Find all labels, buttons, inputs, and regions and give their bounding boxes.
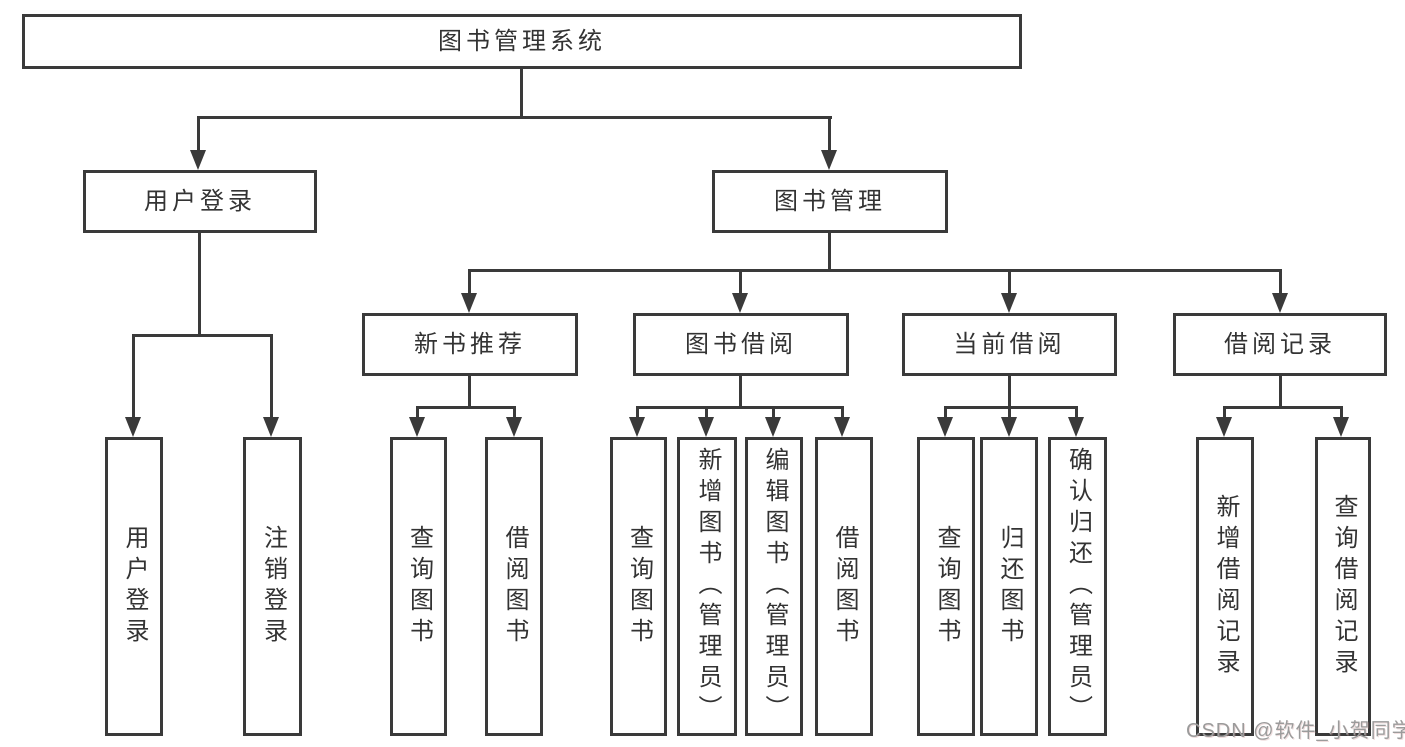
connector-drop-cb-return <box>1008 406 1011 418</box>
node-book-mgmt: 图书管理 <box>712 170 948 233</box>
node-br-query: 查询借阅记录 <box>1315 437 1371 736</box>
connector-book-mgmt-stem <box>828 233 831 271</box>
arrowhead-bb-add <box>698 417 714 437</box>
connector-drop-bb-add <box>705 406 708 418</box>
node-bb-borrow: 借阅图书 <box>815 437 873 736</box>
connector-borrow-records-bar <box>1223 406 1343 409</box>
arrowhead-cb-return <box>1001 417 1017 437</box>
node-borrow-records: 借阅记录 <box>1173 313 1387 376</box>
node-ul-login-label: 用户登录 <box>121 524 148 649</box>
connector-drop-ul-login <box>132 334 135 418</box>
connector-book-mgmt-bar <box>468 269 1282 272</box>
node-nb-borrow: 借阅图书 <box>485 437 543 736</box>
connector-drop-bb-query <box>636 406 639 418</box>
node-ul-logout: 注销登录 <box>243 437 302 736</box>
arrowhead-br-add <box>1216 417 1232 437</box>
arrowhead-current-borrow <box>1001 293 1017 313</box>
node-cb-confirm-label: 确认归还（管理员） <box>1064 447 1092 726</box>
node-br-query-label: 查询借阅记录 <box>1330 493 1357 680</box>
connector-drop-cb-confirm <box>1075 406 1078 418</box>
connector-drop-ul-logout <box>270 334 273 418</box>
arrowhead-user-login <box>190 150 206 170</box>
arrowhead-new-books <box>461 293 477 313</box>
connector-drop-br-add <box>1223 406 1226 418</box>
connector-new-books-bar <box>416 406 516 409</box>
connector-drop-bb-borrow <box>841 406 844 418</box>
arrowhead-ul-logout <box>263 417 279 437</box>
node-user-login: 用户登录 <box>83 170 317 233</box>
node-bb-edit-label: 编辑图书（管理员） <box>761 447 788 726</box>
node-bb-add: 新增图书（管理员） <box>677 437 737 736</box>
arrowhead-nb-query <box>409 417 425 437</box>
node-book-mgmt-label: 图书管理 <box>774 187 886 215</box>
arrowhead-cb-confirm <box>1068 417 1084 437</box>
node-ul-login: 用户登录 <box>105 437 163 736</box>
connector-current-borrow-bar <box>944 406 1078 409</box>
node-book-borrow-label: 图书借阅 <box>685 330 797 358</box>
node-root-label: 图书管理系统 <box>438 27 606 55</box>
node-bb-query: 查询图书 <box>610 437 667 736</box>
arrowhead-br-query <box>1333 417 1349 437</box>
connector-drop-br-query <box>1340 406 1343 418</box>
connector-drop-nb-borrow <box>513 406 516 418</box>
arrowhead-ul-login <box>125 417 141 437</box>
node-cb-query-label: 查询图书 <box>933 524 960 649</box>
connector-current-borrow-stem <box>1008 376 1011 409</box>
connector-root-bar <box>197 116 832 119</box>
csdn-watermark: CSDN @软件_小贺同学 <box>1186 720 1405 742</box>
node-br-add-label: 新增借阅记录 <box>1212 493 1239 680</box>
node-user-login-label: 用户登录 <box>144 187 256 215</box>
arrowhead-borrow-records <box>1272 293 1288 313</box>
connector-drop-borrow-records <box>1279 269 1282 294</box>
arrowhead-bb-borrow <box>834 417 850 437</box>
node-cb-query: 查询图书 <box>917 437 975 736</box>
node-cb-confirm: 确认归还（管理员） <box>1048 437 1107 736</box>
arrowhead-nb-borrow <box>506 417 522 437</box>
arrowhead-book-borrow <box>732 293 748 313</box>
connector-drop-cb-query <box>944 406 947 418</box>
arrowhead-bb-edit <box>765 417 781 437</box>
node-nb-query: 查询图书 <box>390 437 447 736</box>
node-nb-borrow-label: 借阅图书 <box>501 524 528 649</box>
connector-book-borrow-stem <box>739 376 742 409</box>
connector-drop-new-books <box>468 269 471 294</box>
node-cb-return-label: 归还图书 <box>996 524 1023 649</box>
node-cb-return: 归还图书 <box>980 437 1038 736</box>
connector-drop-book-borrow <box>739 269 742 294</box>
node-borrow-records-label: 借阅记录 <box>1224 330 1336 358</box>
node-root: 图书管理系统 <box>22 14 1022 69</box>
node-bb-borrow-label: 借阅图书 <box>831 524 858 649</box>
arrowhead-bb-query <box>629 417 645 437</box>
node-ul-logout-label: 注销登录 <box>259 524 287 649</box>
connector-user-login-bar <box>132 334 273 337</box>
connector-user-login-stem <box>198 233 201 336</box>
connector-drop-bb-edit <box>772 406 775 418</box>
node-br-add: 新增借阅记录 <box>1196 437 1254 736</box>
node-bb-add-label: 新增图书（管理员） <box>694 447 721 726</box>
connector-drop-book-mgmt <box>828 116 831 152</box>
node-bb-edit: 编辑图书（管理员） <box>745 437 803 736</box>
connector-book-borrow-bar <box>636 406 844 409</box>
arrowhead-book-mgmt <box>821 150 837 170</box>
connector-root-stem <box>520 69 523 118</box>
connector-drop-user-login <box>197 116 200 152</box>
connector-borrow-records-stem <box>1279 376 1282 409</box>
connector-drop-nb-query <box>416 406 419 418</box>
arrowhead-cb-query <box>937 417 953 437</box>
node-current-borrow: 当前借阅 <box>902 313 1117 376</box>
node-book-borrow: 图书借阅 <box>633 313 849 376</box>
node-nb-query-label: 查询图书 <box>405 524 433 649</box>
node-current-borrow-label: 当前借阅 <box>953 330 1066 358</box>
node-bb-query-label: 查询图书 <box>625 524 653 649</box>
node-new-books-label: 新书推荐 <box>414 330 526 358</box>
connector-drop-current-borrow <box>1008 269 1011 294</box>
node-new-books: 新书推荐 <box>362 313 578 376</box>
connector-new-books-stem <box>468 376 471 409</box>
